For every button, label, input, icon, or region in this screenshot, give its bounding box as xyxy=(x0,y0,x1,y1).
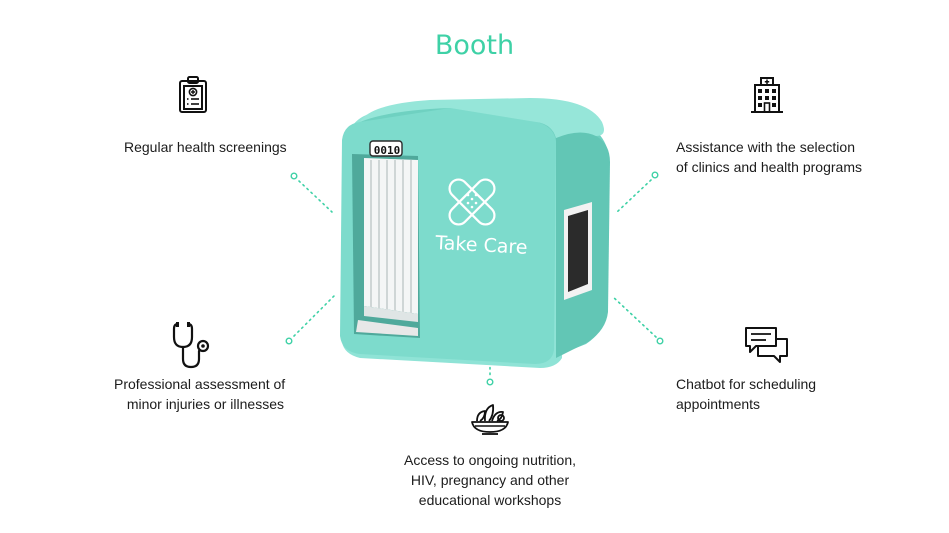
connector-screenings xyxy=(298,180,333,213)
feature-nutrition: Access to ongoing nutrition, HIV, pregna… xyxy=(380,450,600,510)
feature-chatbot-line: Chatbot for scheduling xyxy=(676,376,817,392)
page-title: Booth xyxy=(434,30,515,61)
feature-assistance: Assistance with the selection of clinics… xyxy=(676,137,862,177)
connector-dot xyxy=(486,378,494,386)
booth-curtain xyxy=(356,158,418,336)
connector-assessment xyxy=(293,293,337,337)
booth-number-plate xyxy=(369,140,403,157)
feature-assessment-line: Professional assessment of xyxy=(114,376,286,392)
booth-illustration xyxy=(340,98,610,368)
feature-assessment: Professional assessment of minor injurie… xyxy=(114,374,286,414)
feature-assistance-line: Assistance with the selection xyxy=(676,139,855,155)
connector-chatbot xyxy=(611,295,657,338)
feature-screenings: Regular health screenings xyxy=(124,137,287,157)
feature-assistance-line: of clinics and health programs xyxy=(676,159,862,175)
hospital-building-icon xyxy=(751,77,783,113)
feature-chatbot: Chatbot for scheduling appointments xyxy=(676,374,816,414)
booth-number: 0010 xyxy=(373,144,401,157)
feature-nutrition-line: educational workshops xyxy=(418,492,562,508)
chat-bubbles-icon xyxy=(745,327,788,363)
bandage-cross-logo xyxy=(448,178,496,226)
feature-nutrition-line: Access to ongoing nutrition, xyxy=(404,452,576,468)
feature-assessment-line: minor injuries or illnesses xyxy=(126,396,284,412)
salad-bowl-icon xyxy=(471,404,509,435)
connector-dot xyxy=(656,337,664,345)
connector-dot xyxy=(290,172,298,180)
stethoscope-icon xyxy=(172,322,210,369)
connector-dot xyxy=(651,171,659,179)
clipboard-icon xyxy=(179,76,207,113)
feature-chatbot-line: appointments xyxy=(676,396,761,412)
feature-nutrition-line: HIV, pregnancy and other xyxy=(410,472,570,488)
connector-assistance xyxy=(616,179,652,213)
feature-screenings-line: Regular health screenings xyxy=(124,139,287,155)
connector-dot xyxy=(285,337,293,345)
booth-tablet xyxy=(564,202,592,300)
